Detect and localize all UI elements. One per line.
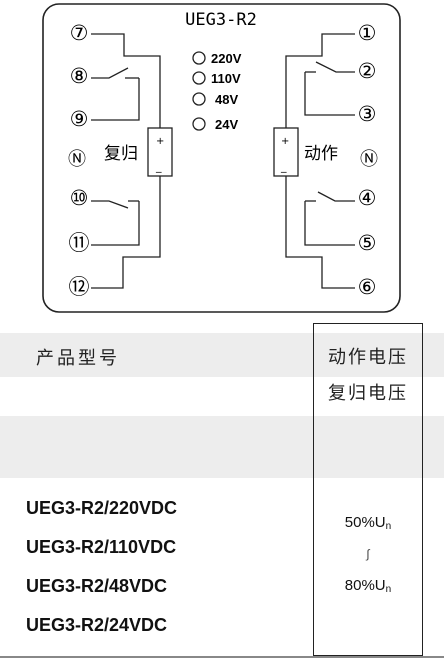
wiring-diagram: UEG3-R2 220V 110V 48V 24V ⑦ ⑧ ⑨ Ⓝ ⑩ ⑪ ⑫ …	[42, 3, 401, 313]
terminal-n-left: Ⓝ	[68, 149, 86, 170]
header-operate-voltage: 动作电压	[328, 347, 408, 368]
model-row-48: UEG3-R2/48VDC	[26, 576, 168, 596]
contact-2	[315, 61, 355, 73]
voltage-option-110: 110V	[211, 71, 241, 86]
terminal-7: ⑦	[70, 21, 89, 45]
voltage-option-24: 24V	[215, 117, 238, 132]
contact-10	[91, 200, 129, 209]
wire-1-coil	[285, 33, 355, 128]
operate-label: 动作	[304, 144, 338, 164]
model-row-110: UEG3-R2/110VDC	[26, 537, 177, 557]
spec-table: 产品型号 动作电压 复归电压 UEG3-R2/220VDC UEG3-R2/11…	[0, 323, 444, 658]
voltage-radio-icon	[192, 92, 206, 106]
terminal-12: ⑫	[69, 275, 90, 299]
spacer-band	[0, 416, 444, 478]
voltage-radio-icon	[192, 117, 206, 131]
header-band	[0, 333, 444, 377]
reset-coil-plus: +	[156, 136, 164, 147]
diagram-title: UEG3-R2	[185, 10, 257, 30]
model-row-24: UEG3-R2/24VDC	[26, 615, 168, 635]
wire-7-coil	[91, 33, 161, 128]
terminal-3: ③	[358, 102, 377, 126]
wire-8-9	[91, 78, 140, 121]
terminal-n-right: Ⓝ	[360, 149, 378, 170]
model-row-220: UEG3-R2/220VDC	[26, 498, 178, 518]
voltage-option-220: 220V	[211, 51, 242, 66]
reset-label: 复归	[104, 144, 138, 164]
terminal-11: ⑪	[69, 231, 90, 255]
voltage-high: 80%Un	[344, 577, 392, 595]
left-wiring	[91, 33, 161, 289]
wire-coil-12	[91, 176, 161, 289]
wire-4-5	[304, 201, 355, 246]
operate-coil-minus: _	[280, 160, 287, 173]
voltage-radio-icon	[192, 51, 206, 65]
reset-coil	[147, 127, 173, 177]
voltage-radio-icon	[192, 71, 206, 85]
left-terminals: ⑦ ⑧ ⑨ Ⓝ ⑩ ⑪ ⑫	[68, 21, 90, 299]
terminal-6: ⑥	[358, 275, 377, 299]
terminal-8: ⑧	[70, 64, 89, 88]
terminal-10: ⑩	[70, 186, 89, 210]
operate-coil	[273, 127, 299, 177]
voltage-column-frame	[313, 323, 423, 656]
table-bottom-line	[0, 656, 444, 658]
right-wiring	[285, 33, 355, 289]
voltage-range-symbol: ∫	[366, 547, 370, 561]
diagram-frame	[42, 3, 401, 313]
right-terminals: ① ② ③ Ⓝ ④ ⑤ ⑥	[358, 21, 378, 299]
terminal-2: ②	[358, 59, 377, 83]
terminal-9: ⑨	[70, 107, 89, 131]
terminal-1: ①	[358, 21, 377, 45]
contact-4	[317, 191, 355, 202]
reset-coil-minus: _	[155, 160, 162, 173]
terminal-5: ⑤	[358, 231, 377, 255]
contact-8	[91, 67, 129, 79]
operate-coil-plus: +	[281, 136, 289, 147]
header-reset-voltage: 复归电压	[328, 383, 408, 404]
terminal-4: ④	[358, 186, 377, 210]
voltage-options: 220V 110V 48V 24V	[192, 51, 242, 132]
wire-coil-6	[285, 176, 355, 289]
voltage-low: 50%Un	[344, 514, 392, 532]
wire-10-11	[91, 201, 140, 246]
voltage-option-48: 48V	[215, 92, 238, 107]
wire-2-3	[304, 72, 355, 116]
header-product-model: 产品型号	[36, 348, 120, 369]
